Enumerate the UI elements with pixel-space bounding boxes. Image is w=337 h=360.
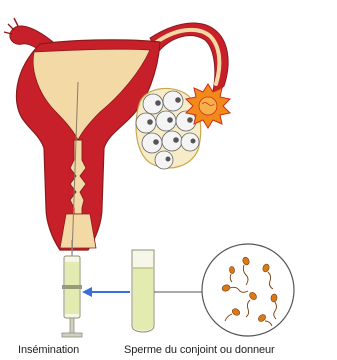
right-tube-lumen bbox=[154, 30, 219, 84]
ovary-icon bbox=[136, 84, 230, 169]
syringe-plunger-head bbox=[62, 285, 82, 289]
syringe-thumb-rest bbox=[62, 333, 82, 337]
syringe-plunger-rod bbox=[70, 318, 74, 334]
caption-sperm-source: Sperme du conjoint ou donneur bbox=[124, 344, 275, 356]
syringe-icon bbox=[62, 240, 82, 337]
vaginal-canal bbox=[60, 214, 96, 248]
caption-insemination: Insémination bbox=[18, 344, 79, 356]
arrow-left-icon bbox=[82, 287, 130, 297]
test-tube-icon bbox=[132, 250, 154, 332]
test-tube-sample bbox=[133, 268, 153, 331]
magnified-sperm-icon bbox=[202, 244, 294, 336]
